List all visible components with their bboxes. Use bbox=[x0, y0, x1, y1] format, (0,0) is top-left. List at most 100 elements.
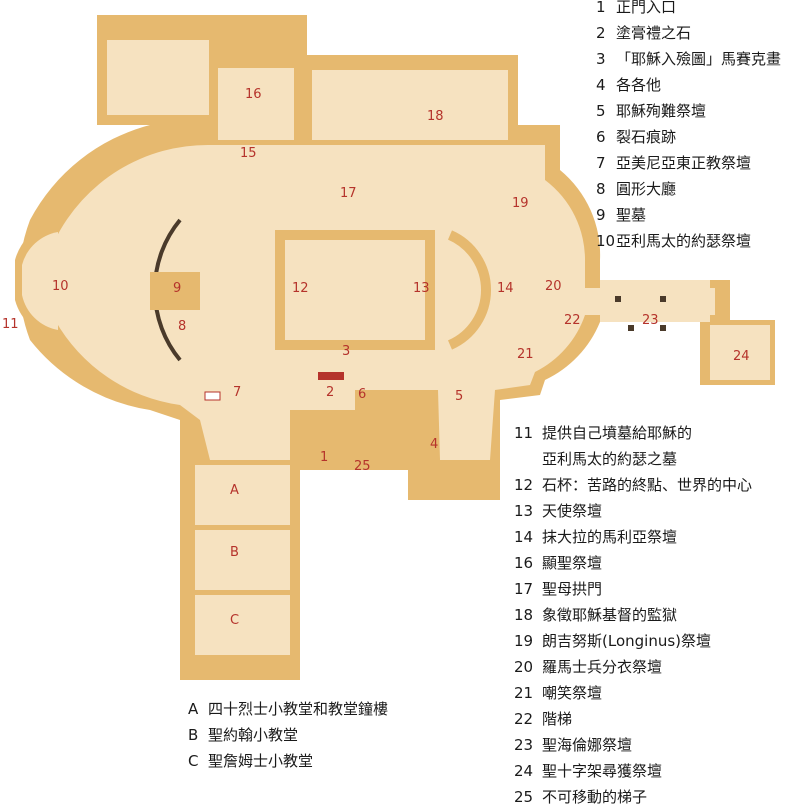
legend-item-text: 亞利馬太的約瑟祭壇 bbox=[616, 232, 752, 250]
legend-item-text: 階梯 bbox=[542, 710, 573, 728]
label-24: 24 bbox=[733, 349, 750, 364]
label-23: 23 bbox=[642, 313, 659, 328]
legend-item: 4 各各他 bbox=[596, 72, 781, 98]
legend-item-text: 聖墓 bbox=[616, 206, 647, 224]
legend-item-continuation: 亞利馬太的約瑟之墓 bbox=[542, 450, 678, 468]
legend-item-text: 嘲笑祭壇 bbox=[542, 684, 603, 702]
label-2: 2 bbox=[326, 385, 334, 400]
legend-item-number: 18 bbox=[514, 606, 534, 624]
legend-item-number: 17 bbox=[514, 580, 534, 598]
legend-item-number: 4 bbox=[596, 76, 606, 94]
legend-item-text: 提供自己墳墓給耶穌的 bbox=[542, 424, 693, 442]
legend-item: 14 抹大拉的馬利亞祭壇 bbox=[514, 524, 752, 550]
legend-item-text: 石杯：苦路的終點、世界的中心 bbox=[542, 476, 753, 494]
legend-item-number: 14 bbox=[514, 528, 534, 546]
label-17: 17 bbox=[340, 186, 357, 201]
label-1: 1 bbox=[320, 450, 328, 465]
legend-item-number: 1 bbox=[596, 0, 606, 16]
legend-item: 17 聖母拱門 bbox=[514, 576, 752, 602]
legend-item: 20 羅馬士兵分衣祭壇 bbox=[514, 654, 752, 680]
legend-item-number: 24 bbox=[514, 762, 534, 780]
legend-item-number: C bbox=[188, 752, 199, 770]
legend-item-number: 20 bbox=[514, 658, 534, 676]
label-20: 20 bbox=[545, 279, 562, 294]
label-10: 10 bbox=[52, 279, 69, 294]
label-15: 15 bbox=[240, 146, 257, 161]
legend-item-number: A bbox=[188, 700, 199, 718]
legend-item-number: 9 bbox=[596, 206, 606, 224]
legend-item: 1 正門入口 bbox=[596, 0, 781, 20]
label-5: 5 bbox=[455, 389, 463, 404]
legend-item-number: 13 bbox=[514, 502, 534, 520]
label-8: 8 bbox=[178, 319, 186, 334]
label-3: 3 bbox=[342, 344, 350, 359]
legend-item-number: 8 bbox=[596, 180, 606, 198]
legend-item-text: 天使祭壇 bbox=[542, 502, 603, 520]
inner-structures bbox=[150, 218, 666, 401]
area-labels: 1 2 3 4 5 6 7 8 9 10 11 12 13 14 15 16 1… bbox=[2, 87, 750, 628]
legend-item-number: 6 bbox=[596, 128, 606, 146]
legend-item-text: 正門入口 bbox=[616, 0, 677, 16]
label-25: 25 bbox=[354, 459, 371, 474]
legend-item: 6 裂石痕跡 bbox=[596, 124, 781, 150]
legend-item: 18 象徵耶穌基督的監獄 bbox=[514, 602, 752, 628]
legend-item-text: 圓形大廳 bbox=[616, 180, 677, 198]
legend-item-number: 22 bbox=[514, 710, 534, 728]
legend-item-number: 3 bbox=[596, 50, 606, 68]
label-B: B bbox=[230, 545, 239, 560]
label-19: 19 bbox=[512, 196, 529, 211]
legend-item-text: 朗吉努斯(Longinus)祭壇 bbox=[542, 632, 711, 650]
legend-item-text: 四十烈士小教堂和教堂鐘樓 bbox=[208, 700, 389, 718]
label-C: C bbox=[230, 613, 239, 628]
legend-item-number: 19 bbox=[514, 632, 534, 650]
legend-item-text: 裂石痕跡 bbox=[616, 128, 677, 146]
floor-areas bbox=[22, 40, 770, 655]
legend-item: A 四十烈士小教堂和教堂鐘樓 bbox=[188, 696, 388, 722]
label-A: A bbox=[230, 483, 239, 498]
label-14: 14 bbox=[497, 281, 514, 296]
legend-item: 3 「耶穌入殮圖」馬賽克畫 bbox=[596, 46, 781, 72]
legend-item-text: 塗膏禮之石 bbox=[616, 24, 692, 42]
legend-item-text: 聖母拱門 bbox=[542, 580, 603, 598]
legend-item-text: 亞美尼亞東正教祭壇 bbox=[616, 154, 752, 172]
legend-item: 25 不可移動的梯子 bbox=[514, 784, 752, 810]
legend-item-number: 21 bbox=[514, 684, 534, 702]
legend-item: 8 圓形大廳 bbox=[596, 176, 781, 202]
label-13: 13 bbox=[413, 281, 430, 296]
label-11: 11 bbox=[2, 317, 19, 332]
label-21: 21 bbox=[517, 347, 534, 362]
legend-item: 21 嘲笑祭壇 bbox=[514, 680, 752, 706]
legend-item-text: 象徵耶穌基督的監獄 bbox=[542, 606, 678, 624]
legend-item-text: 不可移動的梯子 bbox=[542, 788, 648, 806]
legend-item: 13 天使祭壇 bbox=[514, 498, 752, 524]
legend-item-number: B bbox=[188, 726, 199, 744]
legend-item: 22 階梯 bbox=[514, 706, 752, 732]
legend-item-text: 聖海倫娜祭壇 bbox=[542, 736, 633, 754]
legend-item-number: 10 bbox=[596, 232, 616, 250]
label-22: 22 bbox=[564, 313, 581, 328]
label-12: 12 bbox=[292, 281, 309, 296]
legend-item: 9 聖墓 bbox=[596, 202, 781, 228]
legend-item: B 聖約翰小教堂 bbox=[188, 722, 388, 748]
legend-item-number: 5 bbox=[596, 102, 606, 120]
label-16: 16 bbox=[245, 87, 262, 102]
legend-item-text: 羅馬士兵分衣祭壇 bbox=[542, 658, 663, 676]
label-7: 7 bbox=[233, 385, 241, 400]
legend-item-text: 抹大拉的馬利亞祭壇 bbox=[542, 528, 678, 546]
legend-item-text: 各各他 bbox=[616, 76, 662, 94]
legend-item-text: 聖約翰小教堂 bbox=[208, 726, 299, 744]
legend-item-number: 25 bbox=[514, 788, 534, 806]
legend-item-number: 23 bbox=[514, 736, 534, 754]
legend-item-text: 「耶穌入殮圖」馬賽克畫 bbox=[616, 50, 782, 68]
legend-item-text: 顯聖祭壇 bbox=[542, 554, 603, 572]
